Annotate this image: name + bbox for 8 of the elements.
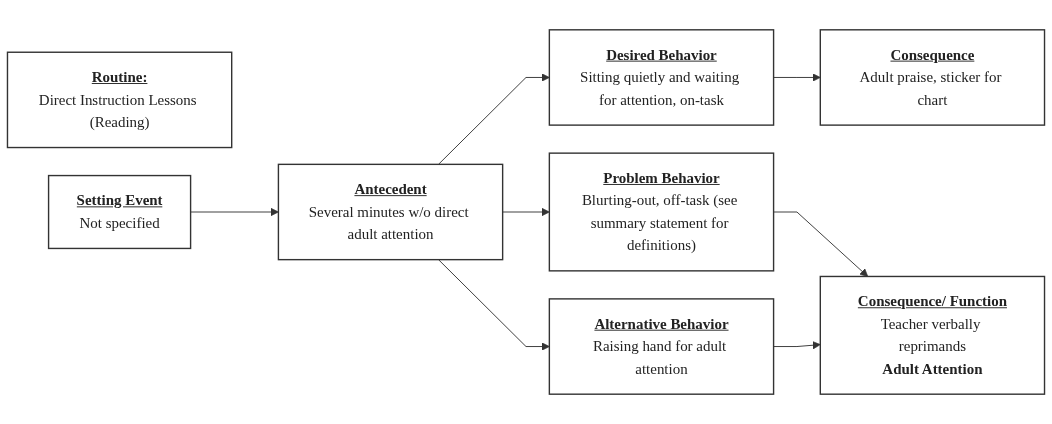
node-box [548, 298, 775, 395]
node-box [47, 174, 192, 250]
node-box [6, 51, 233, 149]
node-box [548, 152, 775, 272]
node-box [277, 163, 504, 261]
node-box [548, 29, 775, 126]
node-box [819, 275, 1046, 395]
node-box [819, 29, 1046, 126]
